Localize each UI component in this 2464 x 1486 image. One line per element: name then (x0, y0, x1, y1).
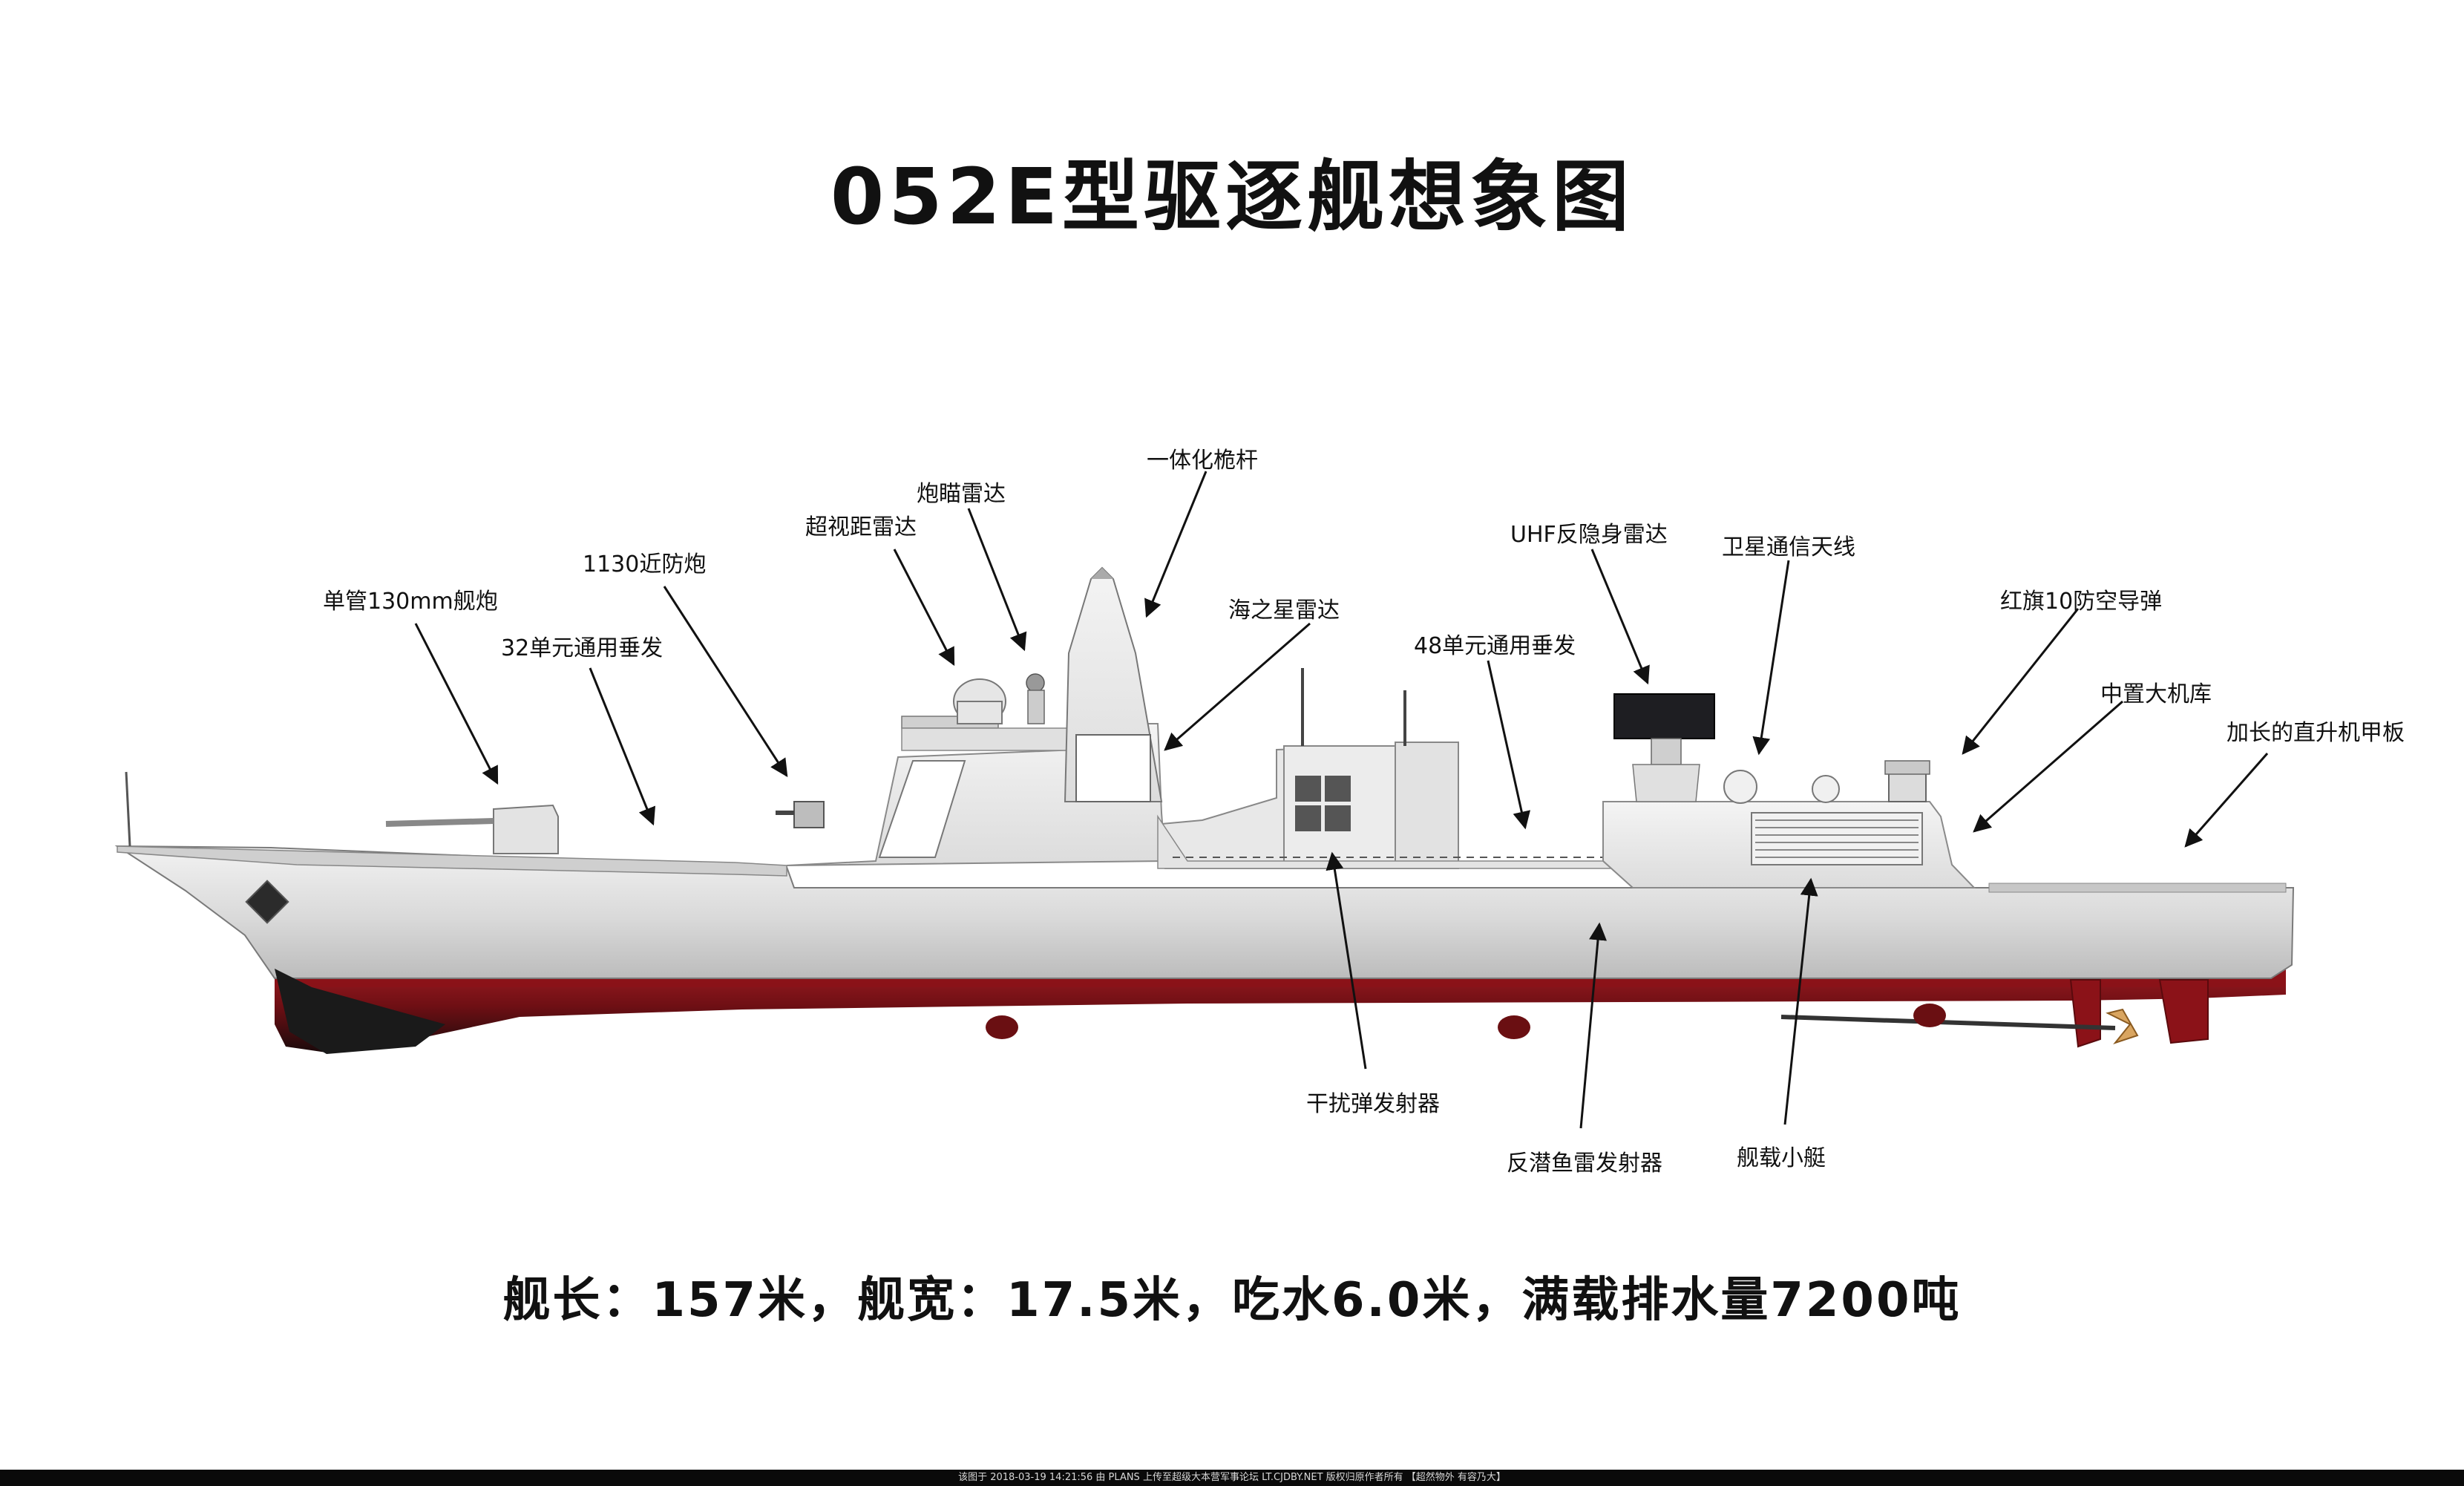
arrow-decoy (1326, 851, 1367, 1070)
propeller (2106, 1008, 2139, 1045)
underwater-hull (275, 969, 2286, 1053)
label-hangar: 中置大机库 (2100, 681, 2212, 707)
arrow-fire-control (967, 508, 1027, 652)
arrow-satcom (1752, 560, 1790, 756)
jackstaff (125, 771, 131, 847)
uhf-radar-base (1632, 764, 1700, 802)
rudder-1 (2069, 979, 2101, 1048)
label-hq10-missile: 红旗10防空导弹 (2000, 589, 2163, 615)
arrow-hq10 (1962, 608, 2080, 755)
uhf-radar-array (1613, 693, 1715, 739)
uhf-radar-pedestal (1651, 738, 1682, 765)
fire-control-dish (1026, 673, 1045, 693)
bridge-window (878, 760, 966, 858)
hull-sonar-2 (1498, 1015, 1530, 1039)
annotation-arrows (414, 471, 2269, 1129)
label-ciws-1130: 1130近防炮 (583, 551, 707, 577)
hq10-box (1884, 760, 1930, 775)
main-gun-turret (493, 804, 559, 854)
bridge-top (901, 727, 1077, 751)
vls-48-grid (1295, 776, 1351, 831)
label-sea-star-radar: 海之星雷达 (1228, 598, 1340, 623)
arrow-boat (1783, 877, 1818, 1125)
flight-deck-rail (1988, 883, 2287, 893)
arrow-torpedo (1579, 922, 1607, 1129)
arrow-sea-star (1164, 622, 1311, 751)
mast-array-panel (1075, 734, 1151, 802)
label-uhf-radar: UHF反隐身雷达 (1510, 522, 1668, 548)
spec-line: 舰长：157米，舰宽：17.5米，吃水6.0米，满载排水量7200吨 (502, 1273, 1962, 1328)
arrow-gun (414, 623, 499, 785)
label-otn-radar: 超视距雷达 (805, 514, 917, 540)
arrow-hangar (1973, 700, 2123, 833)
hull-sonar-1 (986, 1015, 1018, 1039)
label-vls-48: 48单元通用垂发 (1414, 633, 1576, 659)
label-integrated-mast: 一体化桅杆 (1147, 448, 1258, 474)
label-decoy-launcher: 干扰弹发射器 (1306, 1091, 1440, 1117)
mast-top-cone (1091, 568, 1113, 579)
radome-base (957, 701, 1003, 724)
bow-sonar (275, 969, 445, 1054)
label-flight-deck: 加长的直升机甲板 (2227, 720, 2405, 746)
forecastle (117, 845, 787, 877)
rudder-2 (2158, 979, 2209, 1044)
arrow-uhf (1590, 549, 1650, 685)
satcom-dome-2 (1812, 775, 1840, 803)
fire-control-pedestal (1027, 690, 1045, 724)
label-torpedo-launcher: 反潜鱼雷发射器 (1507, 1150, 1662, 1176)
hangar-grille (1755, 819, 1919, 858)
diagram-title: 052E型驱逐舰想象图 (830, 151, 1634, 242)
hull-sonar-3 (1913, 1004, 1946, 1027)
ciws-mount (793, 801, 825, 828)
anchor-emblem (245, 880, 289, 924)
label-vls-32: 32单元通用垂发 (501, 635, 663, 661)
footer-watermark: 该图于 2018-03-19 14:21:56 由 PLANS 上传至超级大本营… (0, 1470, 2464, 1486)
arrow-ciws (663, 586, 788, 778)
prop-shaft (1780, 1015, 2116, 1030)
arrow-flight-deck (2184, 753, 2269, 848)
satcom-dome-1 (1723, 770, 1757, 804)
label-boat: 舰载小艇 (1737, 1145, 1826, 1171)
arrow-vls32 (589, 667, 656, 826)
label-gun-130mm: 单管130mm舰炮 (323, 589, 498, 615)
hangar-block (1751, 812, 1923, 865)
label-satcom-antenna: 卫星通信天线 (1722, 534, 1855, 560)
arrow-otn (893, 549, 955, 667)
main-gun-barrel (385, 818, 494, 827)
arrow-mast (1144, 471, 1208, 618)
label-fire-control-radar: 炮瞄雷达 (917, 481, 1006, 507)
funnel (1395, 742, 1459, 869)
arrow-vls48 (1487, 660, 1531, 830)
